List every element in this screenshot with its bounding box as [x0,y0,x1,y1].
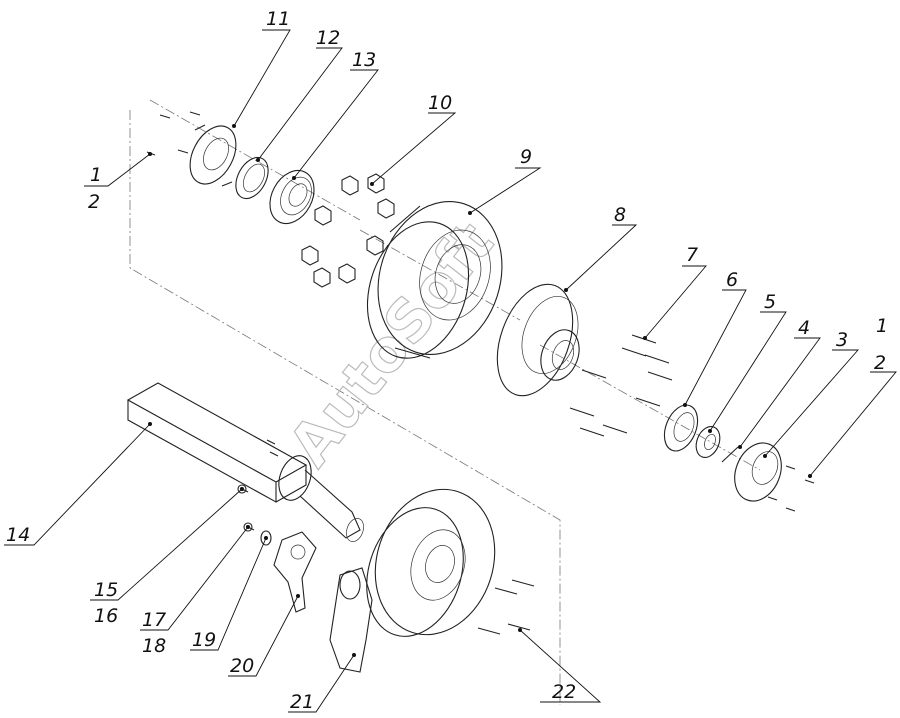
callout-14: 14 [6,524,30,546]
callout-15: 15 [94,579,118,601]
brake-drum-rear [366,488,496,637]
watermark-text: AutoSoft [275,210,506,479]
parts-15-18-fasteners [237,439,279,532]
part-13-cover-flange [189,124,237,187]
part-4-cotter-pin [721,446,739,463]
part-6-outer-bearing [663,404,699,452]
cap-bolts [767,465,815,512]
stack-separators [84,185,896,631]
part-19-washer [260,530,272,546]
callout-12: 12 [316,27,340,49]
part-14-axle-beam [126,382,364,542]
callout-6: 6 [726,269,738,291]
assembly-axis-lines [129,99,761,705]
callout-17: 17 [142,609,166,631]
part-21-brake-bracket [329,567,373,673]
callout-3: 3 [836,329,848,351]
callout-5: 5 [764,291,776,313]
part-12-seal-ring [235,156,269,200]
callout-2-left: 2 [88,191,100,213]
callout-10: 10 [428,92,452,114]
part-22-bolts [477,579,535,635]
callout-labels: 11 12 13 10 9 8 7 6 5 4 3 1 2 1 2 14 15 … [6,8,888,713]
callout-8: 8 [614,204,626,226]
part-20-slack-adjuster [273,531,317,613]
callout-9: 9 [520,146,532,168]
callout-20: 20 [230,655,254,677]
callout-1-right: 1 [876,315,888,337]
part-8-hub [496,283,580,397]
callout-16: 16 [94,605,118,627]
cover-bolts [146,111,201,156]
leader-dots [148,124,812,657]
leader-lines [4,29,897,713]
callout-4: 4 [798,317,810,339]
callout-11: 13 [352,49,376,71]
part-11-bearing [269,170,315,224]
part-9-brake-drum [366,200,503,359]
callout-21: 21 [290,691,314,713]
callout-18: 18 [142,635,166,657]
part-5-castle-nut [695,426,721,458]
callout-1-left: 1 [90,164,102,186]
callout-13: 11 [266,8,290,30]
part-7-wheel-studs [569,334,673,437]
part-10-wheel-nuts [301,173,395,288]
callout-19: 19 [192,629,216,651]
callout-2-right: 2 [874,352,886,374]
callout-22: 22 [552,681,576,703]
part-3-hub-cap [734,442,782,502]
callout-7: 7 [686,244,698,266]
